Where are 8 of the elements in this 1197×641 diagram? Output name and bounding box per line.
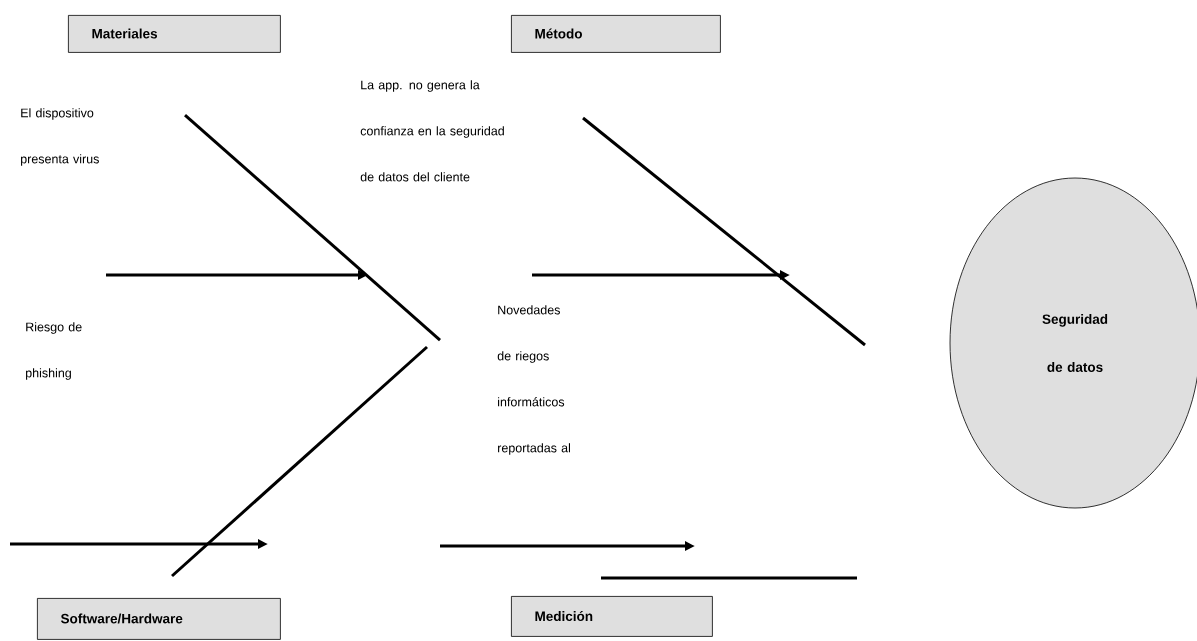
category-box: Materiales (68, 15, 281, 53)
cause-text: El dispositivo presenta virus (21, 108, 99, 166)
category-box: Software/Hardware (37, 598, 281, 640)
cause-text: Riesgo de phishing (26, 322, 82, 380)
category-box: Medición (511, 596, 713, 637)
cause-text: La app. no genera la confianza en la seguridad de datos del cliente (360, 80, 504, 182)
category-box: Método (511, 15, 721, 53)
cause-text: Novedades de riegos informáticos reportadas al (497, 305, 570, 455)
